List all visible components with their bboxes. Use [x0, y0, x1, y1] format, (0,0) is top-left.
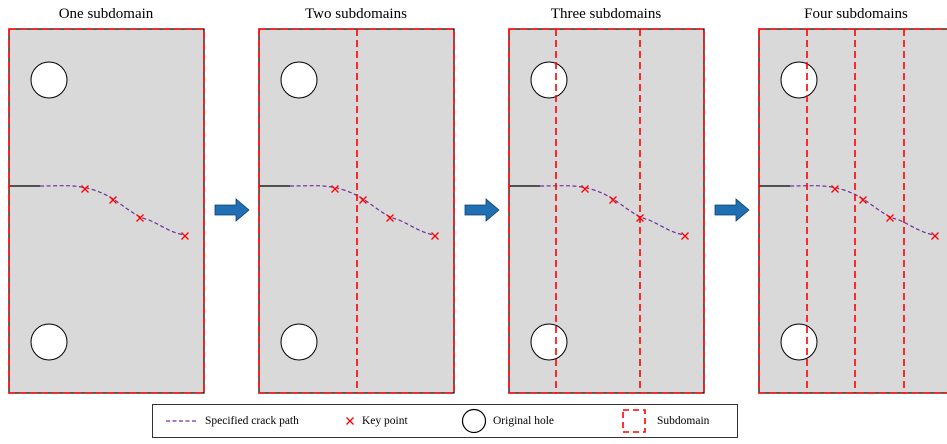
crack-path-swatch-icon [166, 420, 198, 422]
subdomain-swatch-icon [622, 409, 646, 433]
panel-title-two: Two subdomains [305, 6, 407, 22]
hole-top [530, 61, 568, 99]
key-point [609, 196, 617, 204]
hole-bottom [530, 323, 568, 361]
key-point [681, 232, 689, 240]
panel-title-one: One subdomain [58, 6, 154, 22]
key-point [431, 232, 439, 240]
plate-panel [8, 28, 205, 394]
legend-item-crack-path: Specified crack path [165, 405, 299, 437]
subdomain-boundary [758, 28, 947, 394]
subdomain-boundary [8, 28, 205, 394]
subdomain-boundary [508, 28, 705, 394]
legend-subdomain-label: Subdomain [657, 415, 710, 427]
x-mark-icon [346, 417, 354, 425]
legend-crack-path-label: Specified crack path [205, 415, 299, 427]
subdomain-boundary [258, 28, 455, 394]
hole-bottom [780, 323, 818, 361]
key-point [886, 214, 894, 222]
key-point [181, 232, 189, 240]
plate-panel [508, 28, 705, 394]
legend: Specified crack path Key point Original … [152, 404, 738, 438]
legend-key-point-label: Key point [362, 415, 408, 427]
subdomain-diagram [8, 28, 947, 394]
hole-bottom [280, 323, 318, 361]
crack-path [539, 185, 685, 236]
legend-item-subdomain: Subdomain [621, 405, 709, 437]
key-point [386, 214, 394, 222]
hole-top [780, 61, 818, 99]
right-arrow-icon [464, 198, 500, 222]
legend-item-key-point: Key point [344, 405, 408, 437]
plate-panel [258, 28, 455, 394]
plate-panel [758, 28, 947, 394]
key-point [81, 185, 89, 193]
hole-bottom [30, 323, 68, 361]
crack-path [789, 185, 935, 236]
key-point [359, 196, 367, 204]
key-point [831, 185, 839, 193]
legend-item-original-hole: Original hole [461, 405, 554, 437]
crack-path [39, 185, 185, 236]
panel-title-four: Four subdomains [804, 6, 908, 22]
right-arrow-icon [714, 198, 750, 222]
panel-title-three: Three subdomains [550, 6, 662, 22]
circle-icon [461, 408, 487, 434]
legend-original-hole-label: Original hole [493, 415, 554, 427]
right-arrow-icon [214, 198, 250, 222]
key-point [136, 214, 144, 222]
key-point [581, 185, 589, 193]
hole-top [280, 61, 318, 99]
key-point [931, 232, 939, 240]
crack-path [289, 185, 435, 236]
key-point [859, 196, 867, 204]
key-point [331, 185, 339, 193]
hole-top [30, 61, 68, 99]
key-point [109, 196, 117, 204]
